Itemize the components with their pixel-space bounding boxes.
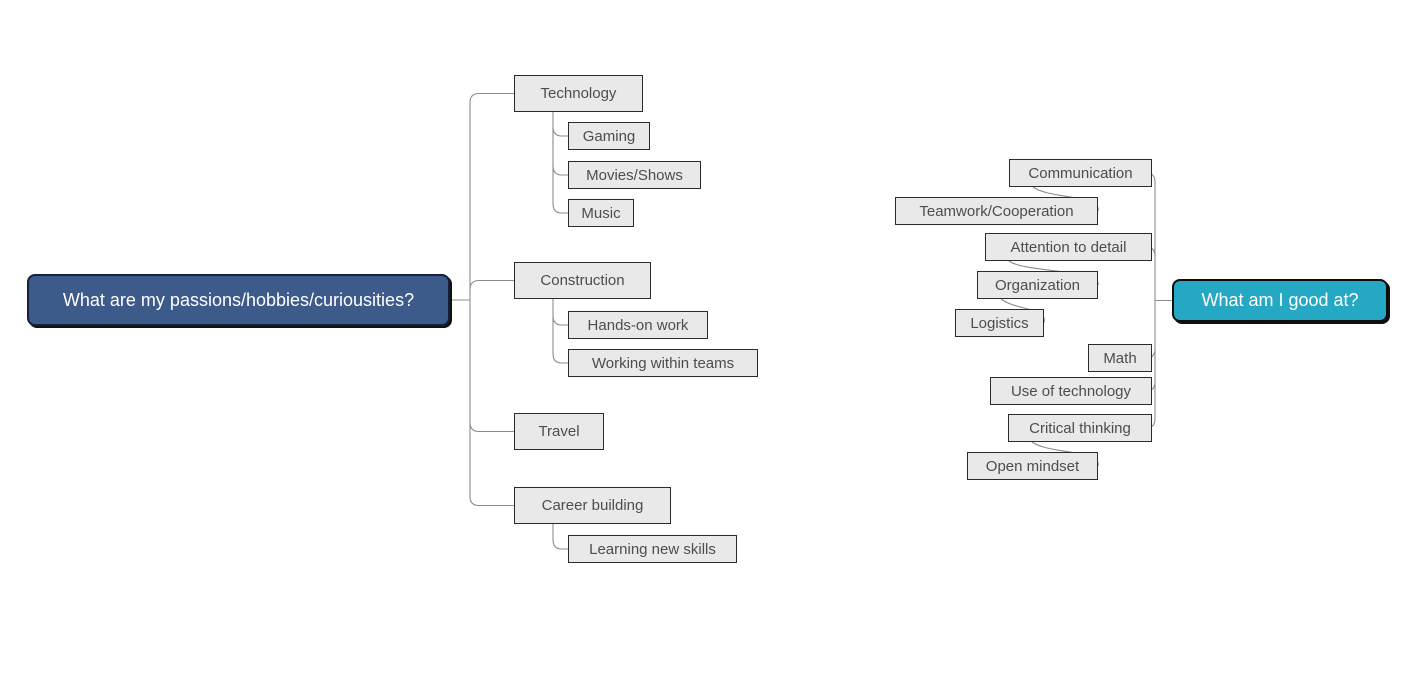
connector	[469, 279, 514, 290]
root-node-label: What are my passions/hobbies/curiousitie…	[62, 289, 415, 310]
topic-node-organization[interactable]: Organization	[977, 271, 1098, 299]
topic-node-hands-on-work[interactable]: Hands-on work	[568, 311, 708, 339]
topic-node-label: Open mindset	[985, 457, 1080, 475]
root-node-right[interactable]: What am I good at?	[1172, 279, 1388, 322]
topic-node-critical-thinking[interactable]: Critical thinking	[1008, 414, 1152, 442]
topic-node-construction[interactable]: Construction	[514, 262, 651, 299]
connector	[552, 315, 568, 326]
connector	[552, 165, 568, 176]
topic-node-label: Organization	[994, 276, 1081, 294]
connector	[469, 496, 514, 507]
topic-node-open-mindset[interactable]: Open mindset	[967, 452, 1098, 480]
topic-node-math[interactable]: Math	[1088, 344, 1152, 372]
connector	[552, 126, 568, 137]
topic-node-communication[interactable]: Communication	[1009, 159, 1152, 187]
root-node-left[interactable]: What are my passions/hobbies/curiousitie…	[27, 274, 450, 326]
connector	[552, 539, 568, 550]
topic-node-technology[interactable]: Technology	[514, 75, 643, 112]
topic-node-logistics[interactable]: Logistics	[955, 309, 1044, 337]
topic-node-label: Movies/Shows	[586, 166, 683, 184]
topic-node-label: Construction	[540, 272, 625, 289]
topic-node-music[interactable]: Music	[568, 199, 634, 227]
topic-node-attention-to-detail[interactable]: Attention to detail	[985, 233, 1152, 261]
topic-node-gaming[interactable]: Gaming	[568, 122, 650, 150]
topic-node-label: Career building	[541, 497, 644, 514]
connector	[552, 353, 568, 364]
topic-node-label: Gaming	[582, 127, 636, 145]
topic-node-label: Use of technology	[1010, 382, 1132, 400]
connector	[469, 422, 514, 433]
topic-node-label: Music	[581, 204, 621, 222]
topic-node-teamwork-cooperation[interactable]: Teamwork/Cooperation	[895, 197, 1098, 225]
topic-node-label: Technology	[540, 85, 617, 102]
topic-node-label: Attention to detail	[1010, 238, 1127, 256]
topic-node-label: Working within teams	[591, 354, 735, 372]
topic-node-label: Travel	[538, 423, 580, 440]
topic-node-working-within-teams[interactable]: Working within teams	[568, 349, 758, 377]
topic-node-learning-new-skills[interactable]: Learning new skills	[568, 535, 737, 563]
connector	[552, 203, 568, 214]
topic-node-label: Math	[1103, 349, 1137, 367]
topic-node-use-of-technology[interactable]: Use of technology	[990, 377, 1152, 405]
topic-node-travel[interactable]: Travel	[514, 413, 604, 450]
topic-node-career-building[interactable]: Career building	[514, 487, 671, 524]
topic-node-label: Teamwork/Cooperation	[919, 202, 1074, 220]
topic-node-label: Hands-on work	[587, 316, 689, 334]
topic-node-movies-shows[interactable]: Movies/Shows	[568, 161, 701, 189]
root-node-label: What am I good at?	[1201, 290, 1359, 310]
topic-node-label: Logistics	[970, 314, 1029, 332]
connector	[469, 92, 514, 103]
topic-node-label: Critical thinking	[1029, 419, 1131, 437]
topic-node-label: Communication	[1028, 164, 1133, 182]
topic-node-label: Learning new skills	[589, 540, 716, 558]
